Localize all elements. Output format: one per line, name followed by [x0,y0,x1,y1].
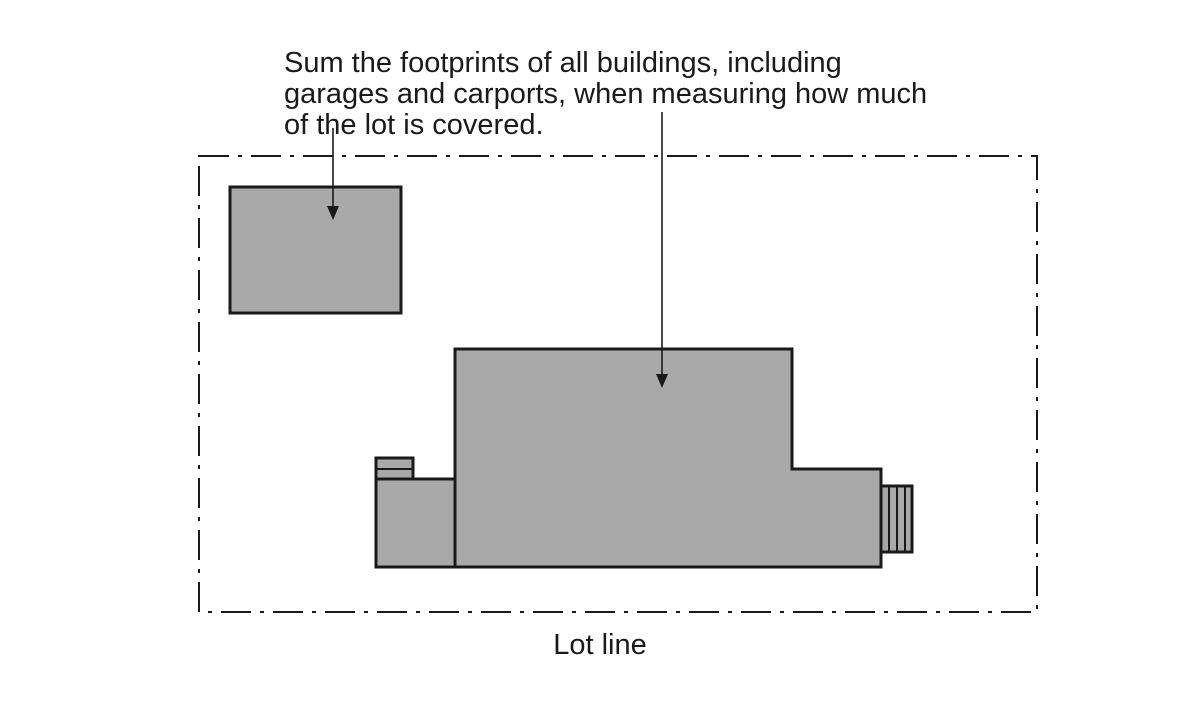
caption-line-2: garages and carports, when measuring how… [284,78,927,110]
lot-boundary [198,155,1038,613]
lot-line-label: Lot line [553,629,647,661]
caption: Sum the footprints of all buildings, inc… [284,47,927,141]
main-building [374,347,914,569]
caption-line-1: Sum the footprints of all buildings, inc… [284,47,842,79]
leader-to-garage [327,128,339,220]
leader-to-house [656,112,668,388]
house-footprint [453,347,883,569]
arrowhead-garage [327,206,339,220]
arrowhead-house [656,374,668,388]
left-wing-footprint [374,477,458,569]
caption-line-3: of the lot is covered. [284,109,544,141]
garage-footprint [228,185,403,315]
